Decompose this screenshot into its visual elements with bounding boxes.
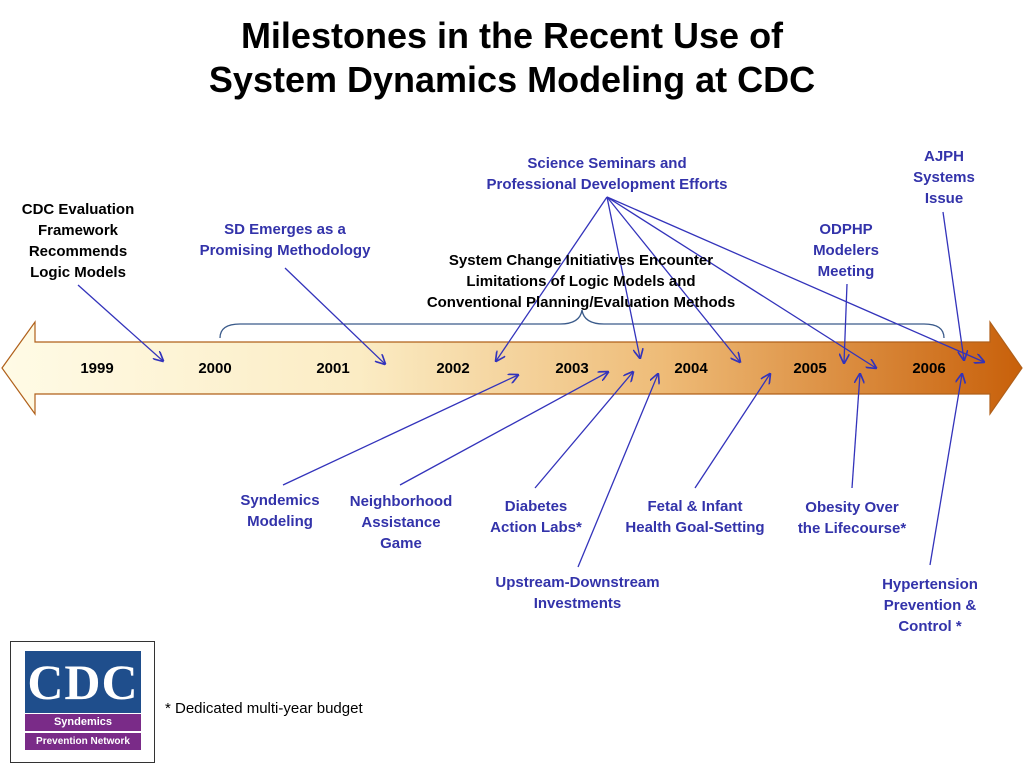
- milestone-fetal-infant: Fetal & Infant Health Goal-Setting: [610, 496, 780, 538]
- arrow-seminars-2005: [606, 196, 876, 368]
- arrow-ajph: [942, 211, 964, 360]
- milestone-text: Systems: [913, 169, 975, 186]
- milestone-text: SD Emerges as a: [224, 221, 346, 238]
- milestone-text: Modelers: [813, 242, 879, 259]
- milestone-syndemics-modeling: Syndemics Modeling: [225, 490, 335, 532]
- milestone-text: CDC Evaluation: [21, 201, 135, 218]
- milestone-text: ODPHP: [819, 221, 873, 238]
- cdc-logo-mark: CDC: [25, 651, 141, 713]
- milestone-odphp: ODPHP Modelers Meeting: [796, 219, 896, 282]
- milestone-text: Issue: [924, 190, 964, 207]
- year-label: 2005: [793, 360, 827, 377]
- year-label: 2004: [674, 360, 708, 377]
- milestone-text: Meeting: [817, 263, 875, 280]
- milestone-text: Logic Models: [30, 264, 126, 281]
- arrow-syndemics-modeling: [282, 375, 518, 486]
- milestone-text: the Lifecourse*: [797, 520, 907, 537]
- milestone-text: Diabetes: [504, 498, 568, 515]
- arrow-cdc-eval: [77, 284, 163, 361]
- year-label: 2000: [198, 360, 232, 377]
- title-line-2: System Dynamics Modeling at CDC: [208, 59, 816, 100]
- year-label: 2002: [436, 360, 470, 377]
- arrow-sd-emerges: [284, 267, 385, 364]
- milestone-science-seminars: Science Seminars and Professional Develo…: [462, 153, 752, 195]
- milestone-hypertension: Hypertension Prevention & Control *: [868, 574, 992, 637]
- milestone-text: System Change Initiatives Encounter: [448, 252, 714, 269]
- milestone-text: Recommends: [28, 243, 128, 260]
- logo-syndemics-label: Syndemics: [25, 714, 141, 731]
- milestone-text: Conventional Planning/Evaluation Methods: [426, 294, 736, 311]
- milestone-text: Control *: [898, 618, 962, 635]
- milestone-text: Hypertension: [882, 576, 978, 593]
- milestone-text: Game: [380, 535, 422, 552]
- arrow-seminars-2004: [606, 196, 740, 362]
- arrow-hypertension: [929, 374, 962, 566]
- milestone-obesity: Obesity Over the Lifecourse*: [782, 497, 922, 539]
- arrow-seminars-2006: [606, 196, 984, 362]
- title-line-1: Milestones in the Recent Use of: [240, 15, 784, 56]
- milestone-text: Limitations of Logic Models and: [466, 273, 696, 290]
- arrow-seminars-2002: [496, 196, 608, 361]
- milestone-text: Fetal & Infant: [647, 498, 743, 515]
- footnote: * Dedicated multi-year budget: [165, 700, 363, 717]
- milestone-text: Investments: [533, 595, 622, 612]
- milestone-text: Upstream-Downstream: [495, 574, 660, 591]
- milestone-text: AJPH: [923, 148, 964, 165]
- year-label: 2006: [912, 360, 946, 377]
- arrow-diabetes: [534, 372, 633, 489]
- arrow-fetal: [694, 374, 770, 489]
- milestone-text: Assistance: [361, 514, 441, 531]
- milestone-text: Neighborhood: [349, 493, 453, 510]
- milestone-upstream: Upstream-Downstream Investments: [470, 572, 685, 614]
- milestone-text: Action Labs*: [490, 519, 582, 536]
- milestone-text: Promising Methodology: [199, 242, 371, 259]
- milestone-text: Professional Development Efforts: [486, 176, 728, 193]
- milestone-system-change: System Change Initiatives Encounter Limi…: [400, 250, 762, 313]
- arrow-upstream: [577, 374, 658, 568]
- milestone-text: Modeling: [247, 513, 313, 530]
- milestone-text: Health Goal-Setting: [625, 519, 765, 536]
- arrow-obesity: [851, 374, 860, 489]
- milestone-text: Obesity Over: [805, 499, 899, 516]
- cdc-logo: CDC Syndemics Prevention Network: [10, 641, 155, 763]
- milestone-text: Framework: [37, 222, 119, 239]
- logo-network-label: Prevention Network: [25, 733, 141, 750]
- milestone-neighborhood: Neighborhood Assistance Game: [336, 491, 466, 554]
- arrow-seminars-2003: [606, 196, 640, 358]
- timeline-arrow: [1, 320, 1023, 416]
- milestone-sd-emerges: SD Emerges as a Promising Methodology: [180, 219, 390, 261]
- arrow-odphp: [844, 283, 847, 363]
- milestone-text: Syndemics: [240, 492, 320, 509]
- milestone-text: Science Seminars and: [527, 155, 687, 172]
- year-label: 2001: [316, 360, 350, 377]
- arrow-neighborhood: [399, 372, 608, 486]
- milestone-text: Prevention &: [883, 597, 977, 614]
- milestone-ajph: AJPH Systems Issue: [898, 146, 990, 209]
- milestone-cdc-evaluation: CDC Evaluation Framework Recommends Logi…: [8, 199, 148, 283]
- timeline-brace: [219, 309, 945, 339]
- year-label: 1999: [80, 360, 114, 377]
- year-label: 2003: [555, 360, 589, 377]
- milestone-diabetes: Diabetes Action Labs*: [472, 496, 600, 538]
